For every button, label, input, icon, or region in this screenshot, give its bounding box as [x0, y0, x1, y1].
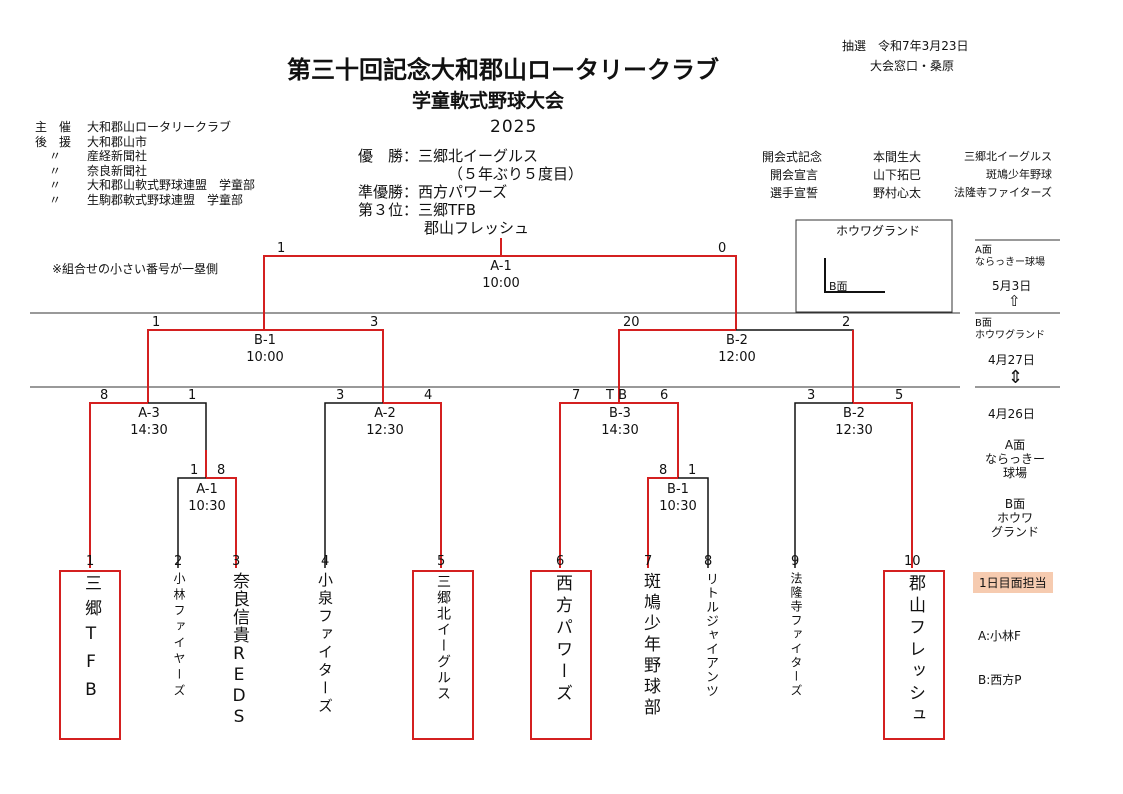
score: 8	[100, 388, 109, 403]
sched-date-3: 4月26日	[988, 407, 1035, 421]
ceremony-names: 本間生大 山下拓巳 野村心太	[873, 150, 922, 200]
score: 2	[842, 315, 851, 330]
third-place-2: 郡山フレッシュ	[424, 219, 530, 237]
team-name-1: 三郷TFB	[81, 574, 101, 708]
winner-note: （５年ぶり５度目）	[448, 165, 584, 183]
score: 1	[190, 463, 199, 478]
team-highlight-box	[883, 570, 945, 740]
duty-badge: 1日目面担当	[973, 572, 1053, 593]
sched-a-legend: A面 ならっきー 球場	[984, 438, 1045, 480]
duty-b: B:西方P	[978, 673, 1022, 687]
organizer-row: 後 援大和郡山市	[35, 134, 148, 149]
team-highlight-box	[530, 570, 592, 740]
score: 7	[572, 388, 581, 403]
score: 5	[895, 388, 904, 403]
runner-up: 準優勝：西方パワーズ	[358, 183, 508, 201]
organizers-list: 主 催大和郡山ロータリークラブ 後 援大和郡山市 〃産経新聞社 〃奈良新聞社 〃…	[35, 120, 255, 207]
organizer-row: 〃大和郡山軟式野球連盟 学童部	[49, 178, 256, 192]
page-subtitle: 学童軟式野球大会	[412, 90, 565, 112]
ceremony-roles: 開会式記念 開会宣言 選手宣誓	[762, 150, 823, 200]
score: 8	[217, 463, 226, 478]
team-highlight-box	[59, 570, 121, 740]
score: 3	[336, 388, 345, 403]
tiebreak-label: T B	[606, 388, 627, 403]
team-name-2: 小林ファイヤーズ	[172, 572, 186, 700]
team-name-4: 小泉ファイターズ	[316, 572, 334, 716]
winner: 優 勝：三郷北イーグルス	[358, 147, 539, 165]
score: 6	[660, 388, 669, 403]
draw-date: 抽選 令和7年3月23日	[842, 39, 969, 53]
score: 8	[659, 463, 668, 478]
ceremony-teams: 三郷北イーグルス 斑鳩少年野球 法隆寺ファイターズ	[953, 150, 1052, 199]
year: 2025	[490, 117, 538, 137]
team-number: 6	[556, 554, 565, 569]
team-name-7: 斑鳩少年野球部	[640, 572, 660, 719]
team-number: 9	[791, 554, 800, 569]
team-highlight-box	[412, 570, 474, 740]
team-number: 3	[232, 554, 241, 569]
draw-place: 大会窓口・桑原	[870, 59, 955, 73]
team-name-6: 西方パワーズ	[552, 574, 572, 706]
sched-date-2: 4月27日	[988, 353, 1035, 367]
sched-a: A面 ならっきー球場	[975, 245, 1045, 268]
organizer-row: 主 催大和郡山ロータリークラブ	[35, 120, 232, 134]
duty-a: A:小林F	[978, 629, 1021, 643]
score: 4	[424, 388, 433, 403]
team-name-5: 三郷北イーグルス	[435, 574, 451, 702]
side-note: ※組合せの小さい番号が一塁側	[52, 262, 219, 276]
team-number: 1	[86, 554, 95, 569]
score: 20	[623, 315, 640, 330]
sched-date-1: 5月3日	[992, 279, 1032, 293]
team-name-3: 奈良信貴REDS	[229, 572, 249, 728]
field-box-label: B面	[829, 280, 848, 293]
organizer-row: 〃産経新聞社	[49, 149, 148, 163]
team-number: 10	[904, 554, 921, 569]
organizer-row: 〃奈良新聞社	[49, 163, 148, 178]
sched-b: B面 ホウワグランド	[975, 318, 1045, 341]
field-box-title: ホウワグランド	[836, 224, 921, 238]
score: 1	[188, 388, 197, 403]
score: 1	[152, 315, 161, 330]
team-number: 2	[174, 554, 183, 569]
sched-b-legend: B面 ホウワ グランド	[990, 497, 1039, 539]
arrow-up-icon: ⇧	[1008, 292, 1021, 310]
team-number: 5	[437, 554, 446, 569]
team-name-8: リトルジャイアンツ	[703, 572, 718, 698]
results-block: 優 勝：三郷北イーグルス （５年ぶり５度目） 準優勝：西方パワーズ 第３位：三郷…	[358, 147, 583, 237]
team-number: 8	[704, 554, 713, 569]
score: 1	[277, 241, 286, 256]
page-title: 第三十回記念大和郡山ロータリークラブ	[287, 56, 719, 84]
organizer-row: 〃生駒郡軟式野球連盟 学童部	[49, 192, 244, 207]
score: 1	[688, 463, 697, 478]
team-number: 7	[644, 554, 653, 569]
score: 3	[807, 388, 816, 403]
team-name-10: 郡山フレッシュ	[905, 574, 925, 728]
score: 0	[718, 241, 727, 256]
score: 3	[370, 315, 379, 330]
team-number: 4	[321, 554, 330, 569]
arrow-updown-icon: ⇕	[1008, 367, 1024, 388]
third-place: 第３位：三郷TFB	[358, 201, 477, 219]
team-name-9: 法隆寺ファイターズ	[789, 572, 803, 698]
